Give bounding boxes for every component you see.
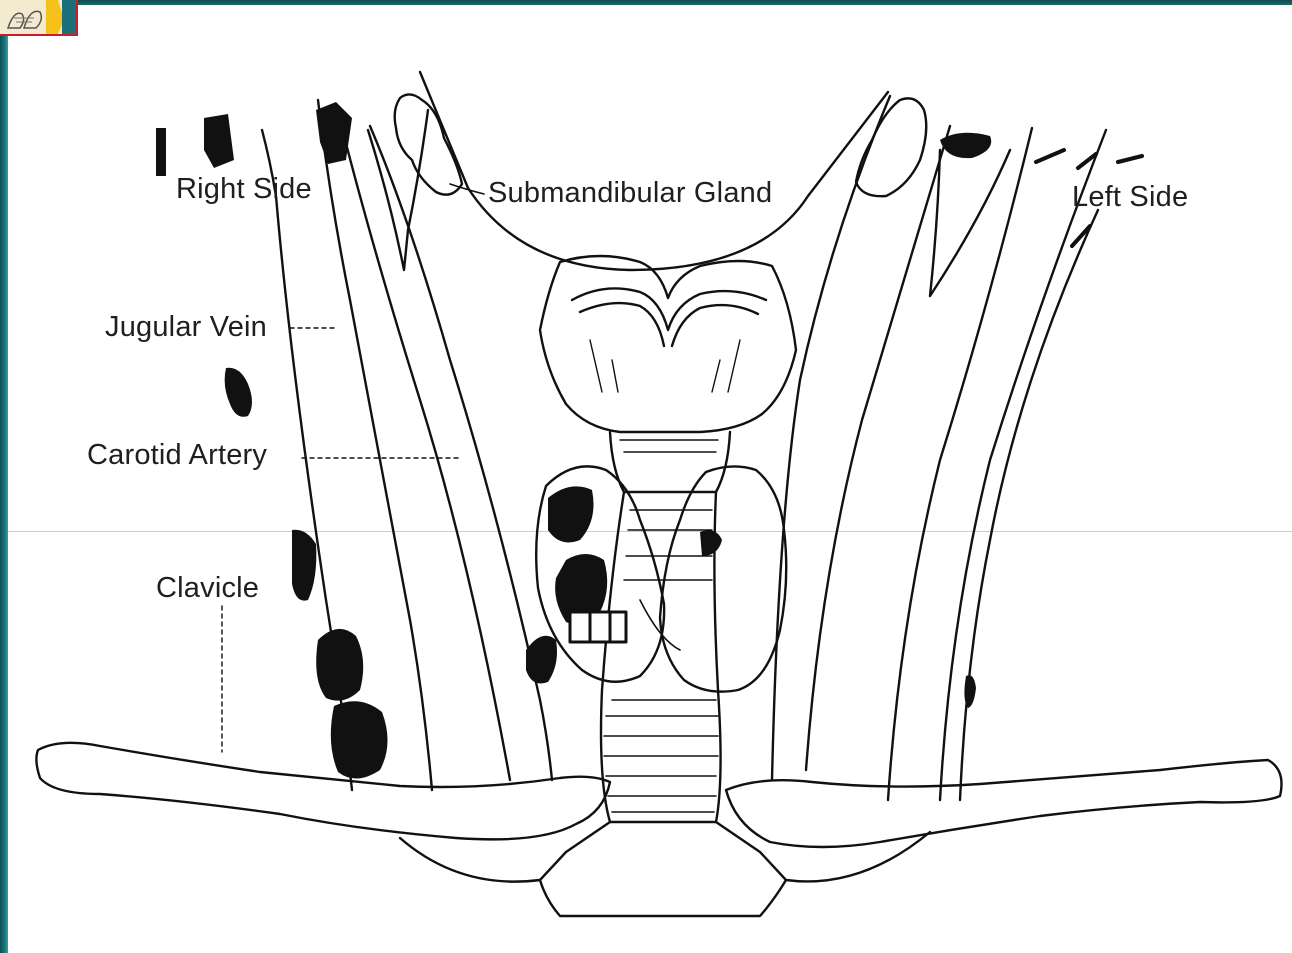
label-jugular-vein: Jugular Vein — [105, 313, 267, 342]
clavicle-left — [726, 760, 1282, 847]
label-right-side: Right Side — [176, 175, 312, 204]
lymph-node-cluster-right — [316, 629, 363, 701]
carotid-artery-left — [806, 126, 950, 770]
sternum-manubrium — [400, 822, 930, 882]
label-clavicle: Clavicle — [156, 574, 259, 603]
label-carotid-artery: Carotid Artery — [87, 441, 267, 470]
sternocleidomastoid-right — [338, 112, 510, 780]
clavicle-right — [36, 743, 610, 840]
sternocleidomastoid-left — [772, 96, 890, 780]
thyroid-nodule-mass — [548, 486, 594, 542]
jugular-vein-left — [888, 128, 1032, 800]
cricoid-cartilage — [610, 432, 730, 492]
label-left-side: Left Side — [1072, 183, 1188, 212]
label-submandibular-gland: Submandibular Gland — [488, 179, 772, 208]
submandibular-gland-left — [856, 98, 926, 196]
thyroid-cartilage — [540, 256, 796, 432]
thyroid-lobe-left — [660, 466, 786, 691]
